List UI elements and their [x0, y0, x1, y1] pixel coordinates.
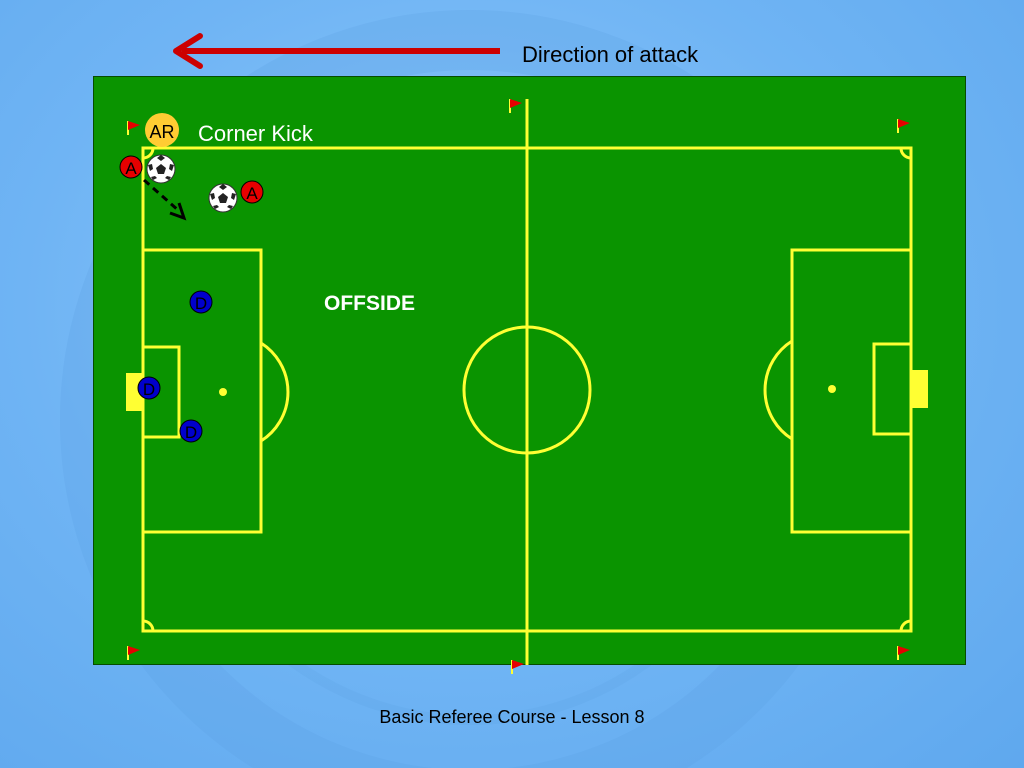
left-penalty-spot: [219, 388, 227, 396]
left-arrow-icon: [173, 33, 500, 69]
defender-player: D: [137, 376, 161, 400]
corner-arc-top-right: [899, 147, 912, 160]
slide-footer: Basic Referee Course - Lesson 8: [379, 707, 645, 727]
defender-label: D: [185, 423, 197, 442]
right-penalty-arc: [763, 339, 793, 441]
slide-title: Direction of attack: [522, 42, 699, 67]
center-circle: [462, 325, 592, 455]
corner-arc-bottom-left: [142, 619, 155, 632]
soccer-ball-icon: [146, 154, 176, 184]
assistant-referee: AR: [145, 113, 179, 147]
defender-player: D: [179, 419, 203, 443]
right-penalty-area: [790, 248, 913, 534]
soccer-ball-icon: [208, 183, 238, 213]
attack-direction-arrow: [173, 33, 500, 69]
attacker-label: A: [246, 184, 258, 203]
corner-arc-bottom-right: [899, 619, 912, 632]
attacker-player: A: [119, 155, 143, 179]
defender-label: D: [195, 294, 207, 313]
soccer-field: [93, 76, 966, 665]
offside-label: OFFSIDE: [324, 292, 415, 315]
defender-label: D: [143, 380, 155, 399]
attacker-player: A: [240, 180, 264, 204]
pass-arrow-icon: [143, 178, 187, 221]
corner-flag-icon: [127, 99, 910, 674]
right-penalty-spot: [828, 385, 836, 393]
corner-kick-label: Corner Kick: [198, 121, 314, 146]
right-goal-area: [872, 342, 913, 436]
left-goal: [126, 373, 143, 411]
right-goal: [911, 370, 928, 408]
defender-player: D: [189, 290, 213, 314]
left-penalty-arc: [260, 341, 290, 443]
attacker-label: A: [125, 159, 137, 178]
assistant-referee-label: AR: [149, 122, 174, 142]
corner-arc-top-left: [142, 147, 155, 160]
